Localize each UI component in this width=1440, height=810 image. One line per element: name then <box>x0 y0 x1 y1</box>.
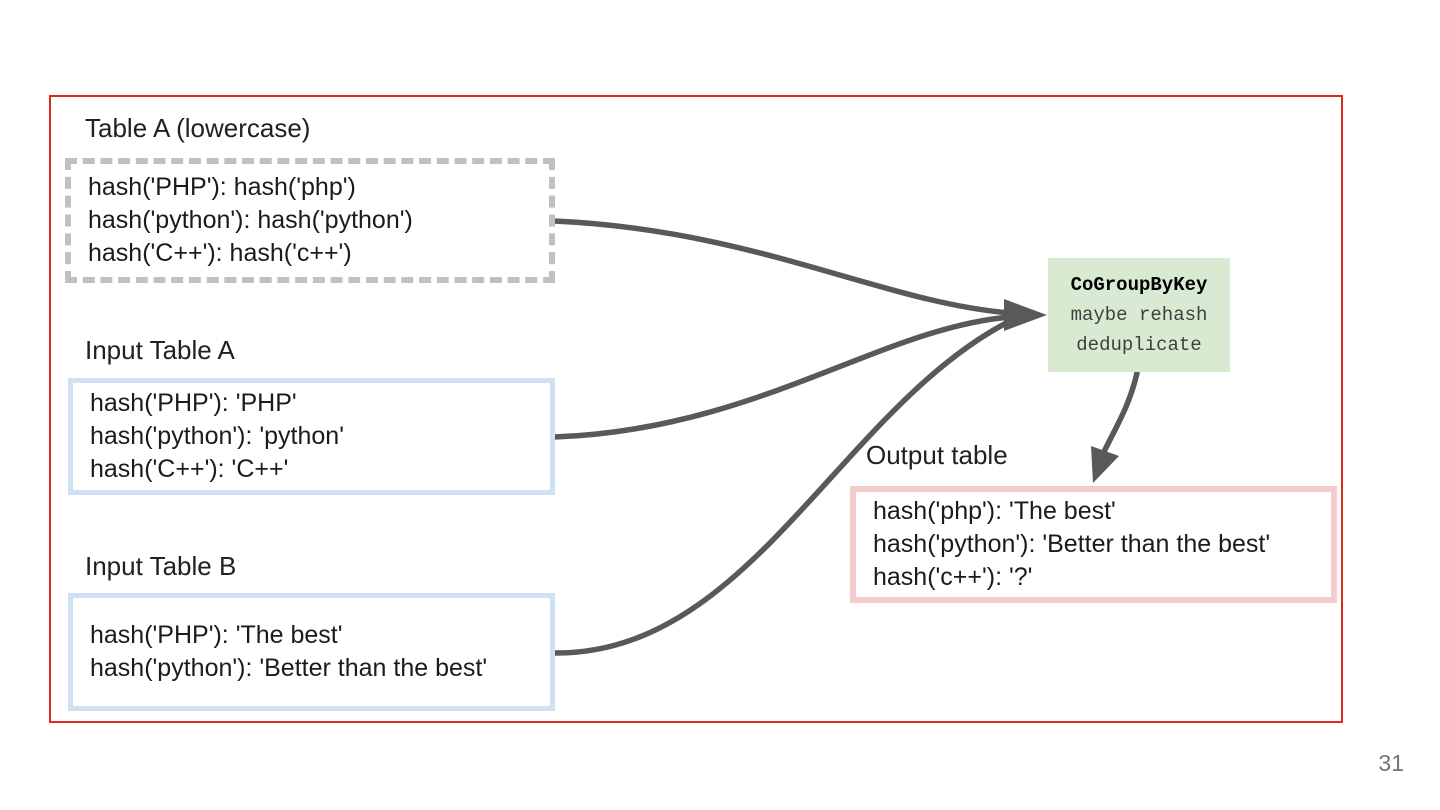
table-a-lowercase-box: hash('PHP'): hash('php') hash('python'):… <box>65 158 555 283</box>
red-frame <box>49 95 1343 723</box>
table-row: hash('PHP'): 'The best' <box>90 621 343 649</box>
input-table-b-box: hash('PHP'): 'The best' hash('python'): … <box>68 593 555 711</box>
input-table-a-label: Input Table A <box>85 335 235 365</box>
output-table-box: hash('php'): 'The best' hash('python'): … <box>850 486 1337 603</box>
cogroup-by-key-node: CoGroupByKey maybe rehash deduplicate <box>1048 258 1230 372</box>
table-row: hash('C++'): 'C++' <box>90 455 289 483</box>
output-table-label: Output table <box>866 440 1008 470</box>
table-row: hash('c++'): '?' <box>873 563 1033 591</box>
table-row: hash('php'): 'The best' <box>873 497 1116 525</box>
cogroup-note: maybe rehash <box>1070 304 1208 326</box>
input-table-a-box: hash('PHP'): 'PHP' hash('python'): 'pyth… <box>68 378 555 495</box>
table-row: hash('PHP'): 'PHP' <box>90 389 297 417</box>
cogroup-note: deduplicate <box>1076 334 1202 356</box>
page-number: 31 <box>1378 750 1404 776</box>
table-row: hash('python'): 'python' <box>90 422 344 450</box>
input-table-b-label: Input Table B <box>85 551 237 581</box>
table-row: hash('PHP'): hash('php') <box>88 173 356 201</box>
table-row: hash('C++'): hash('c++') <box>88 239 352 267</box>
table-row: hash('python'): 'Better than the best' <box>90 654 488 682</box>
table-row: hash('python'): 'Better than the best' <box>873 530 1271 558</box>
table-a-lowercase-label: Table A (lowercase) <box>85 113 311 143</box>
table-row: hash('python'): hash('python') <box>88 206 413 234</box>
cogroup-title: CoGroupByKey <box>1070 274 1208 296</box>
